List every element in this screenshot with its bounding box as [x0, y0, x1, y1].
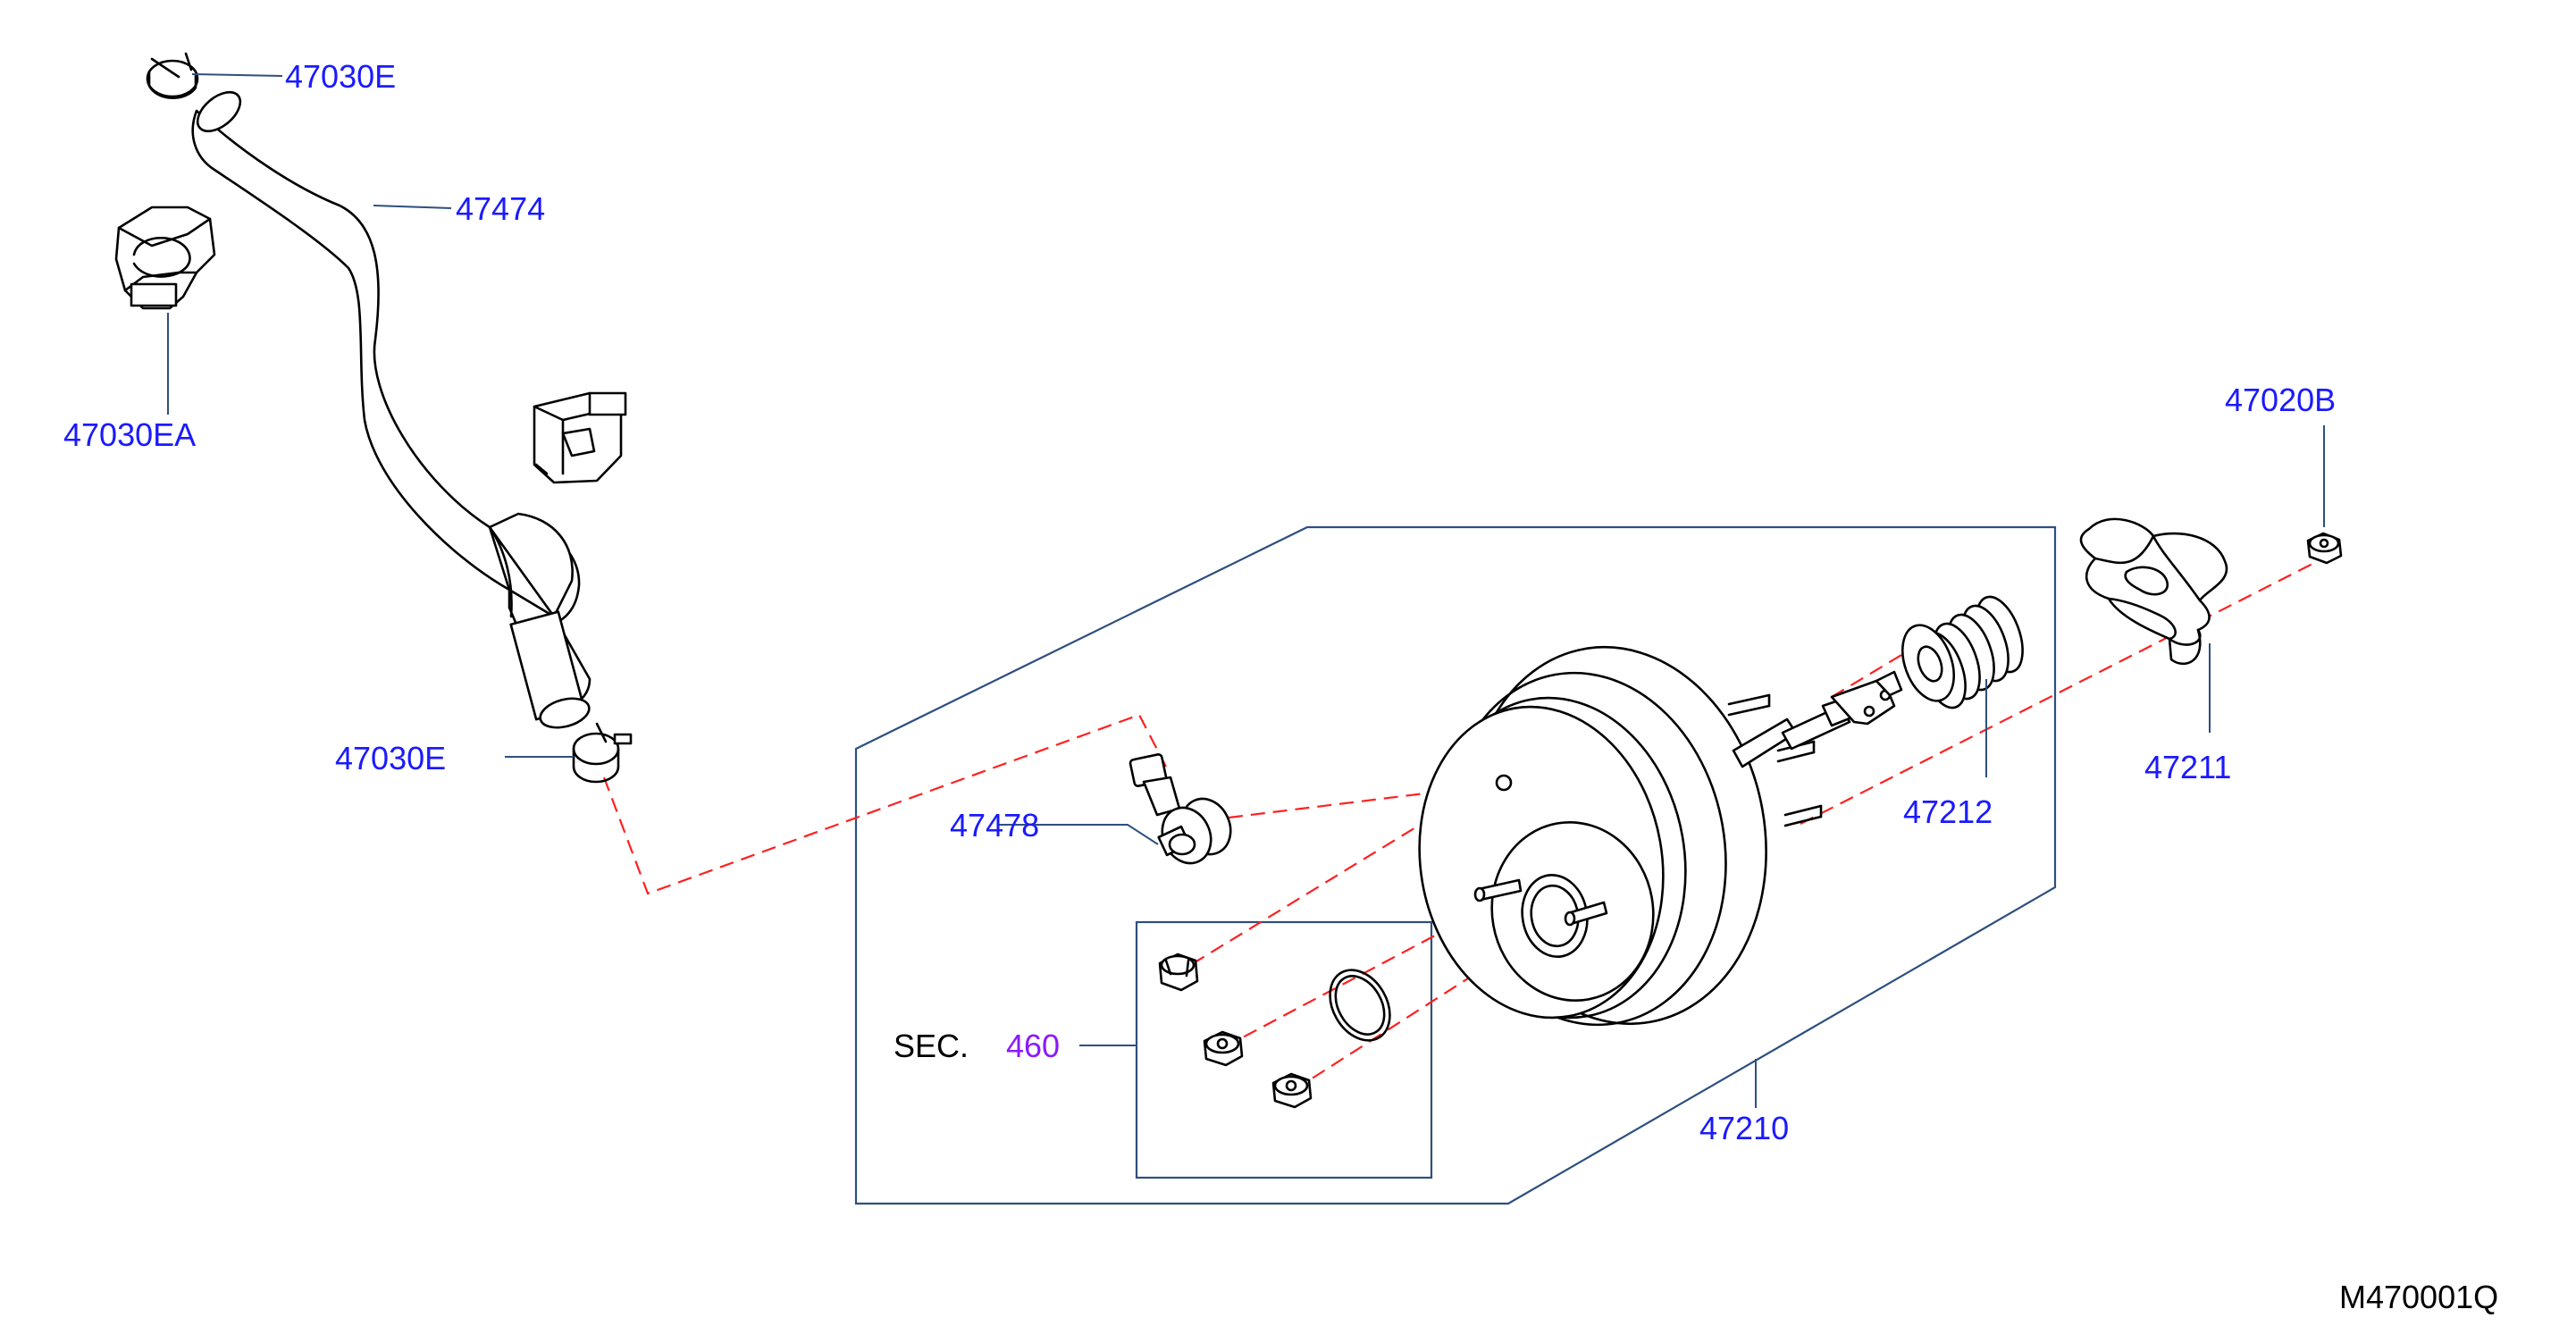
sec-460-parts[interactable] [1158, 953, 1402, 1109]
gasket-part[interactable] [2079, 517, 2228, 666]
alignment-dashed-lines [602, 560, 2319, 1091]
label-section-number[interactable]: 460 [1006, 1028, 1060, 1064]
section-460-box [1135, 920, 1433, 1179]
label-check-valve[interactable]: 47478 [950, 807, 1039, 843]
label-vacuum-hose[interactable]: 47474 [456, 190, 545, 227]
label-section-prefix: SEC. [894, 1028, 969, 1064]
label-booster-assembly[interactable]: 47210 [1699, 1110, 1789, 1146]
check-valve-part[interactable] [1129, 753, 1239, 871]
nut-part[interactable] [2306, 532, 2343, 565]
label-filter[interactable]: 47212 [1903, 793, 1993, 830]
diagram-code: M470001Q [2339, 1279, 2498, 1315]
connector-part[interactable] [533, 391, 627, 484]
label-clamp-top[interactable]: 47030E [285, 58, 396, 95]
vacuum-hose-part[interactable] [190, 85, 592, 733]
label-nut[interactable]: 47020B [2225, 382, 2336, 418]
clamp-bottom-part[interactable] [572, 722, 633, 784]
leader-lines [167, 73, 2325, 1108]
label-clip[interactable]: 47030EA [63, 416, 196, 453]
part-labels: 47030E 47474 47030EA 47030E 47478 SEC. 4… [63, 58, 2498, 1315]
clamp-top-part[interactable] [146, 52, 199, 99]
filter-part[interactable] [1893, 591, 2032, 714]
clip-part[interactable] [114, 206, 216, 310]
label-gasket[interactable]: 47211 [2144, 749, 2231, 785]
booster-assembly-frame [854, 525, 2057, 1205]
booster-assembly-part[interactable] [1396, 624, 1903, 1048]
label-clamp-bottom[interactable]: 47030E [335, 740, 446, 776]
